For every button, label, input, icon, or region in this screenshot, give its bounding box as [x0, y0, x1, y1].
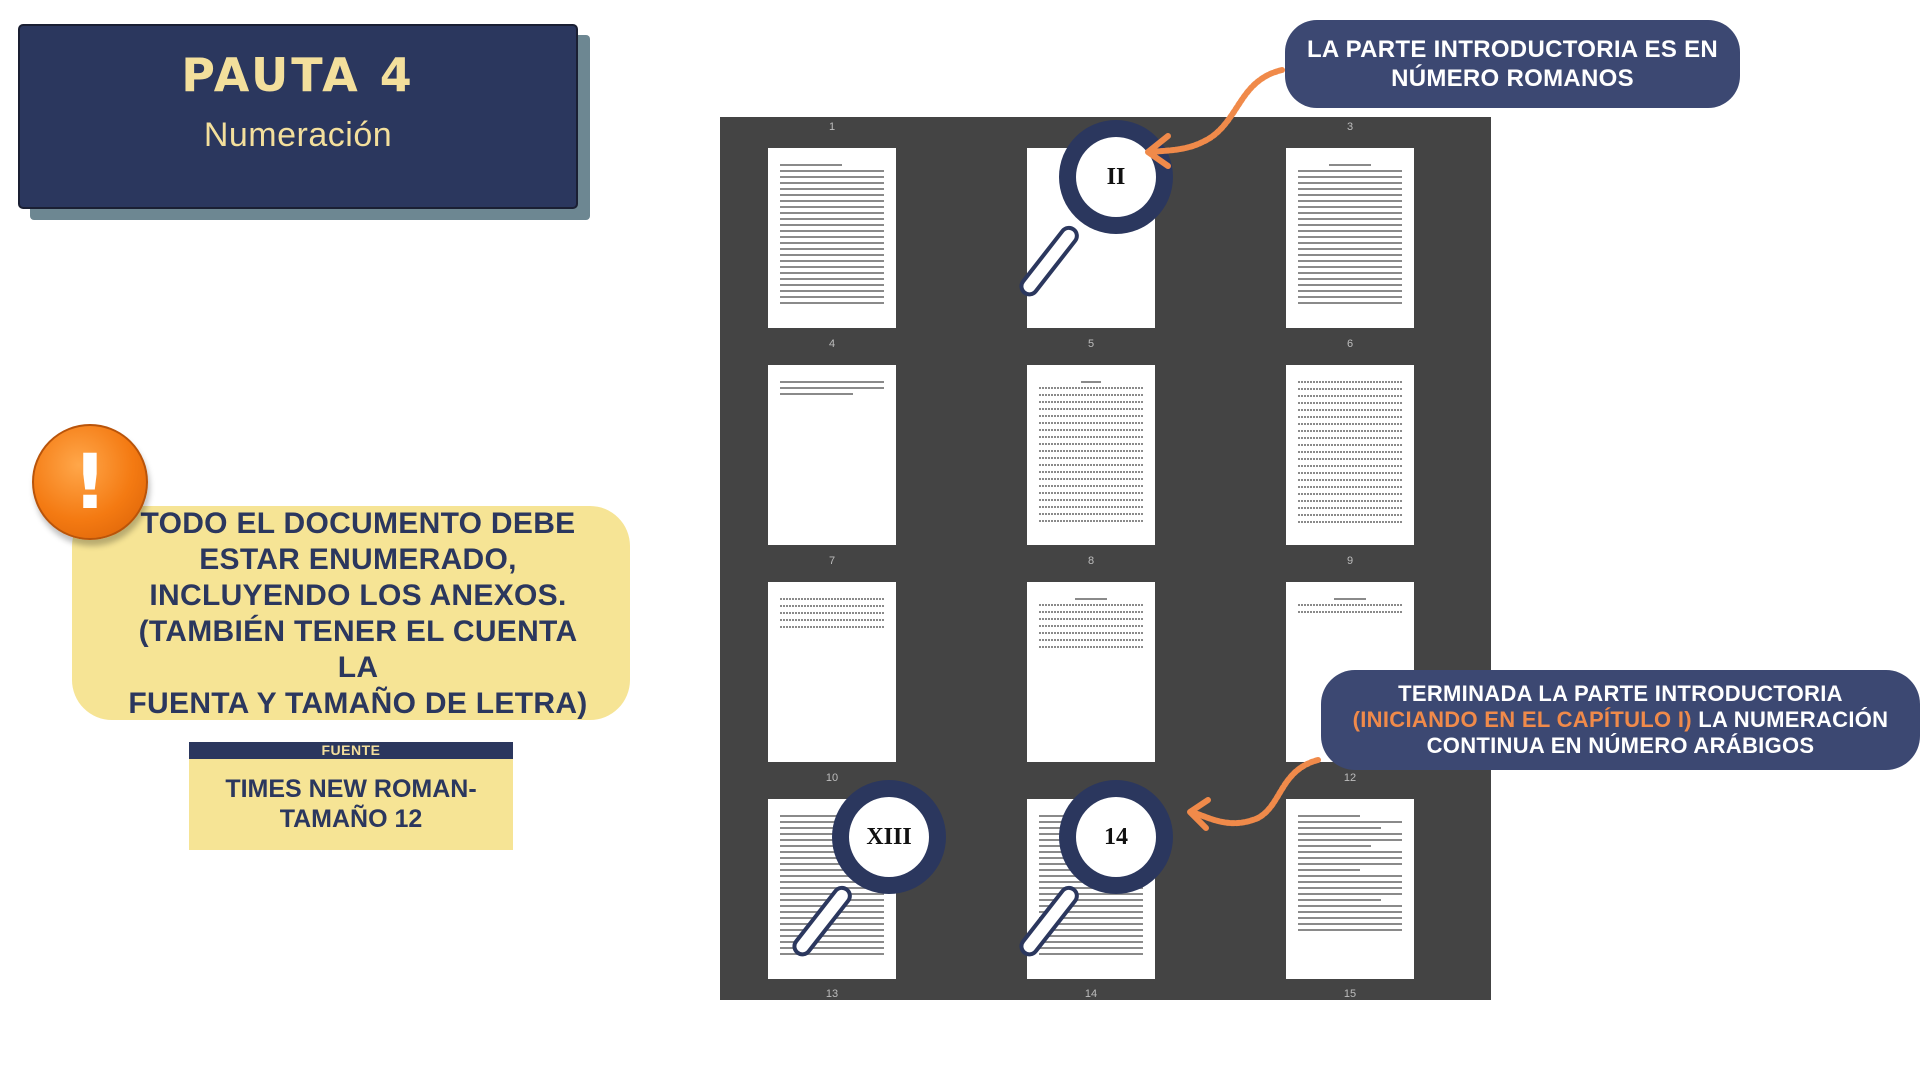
page-number: 13 — [825, 988, 839, 1000]
font-label: FUENTE — [189, 742, 513, 759]
exclamation-icon: ! — [32, 424, 148, 540]
page-title: PAUTA 4 — [181, 48, 415, 102]
page-number: 6 — [1346, 338, 1354, 350]
note-line: FUENTA Y TAMAÑO DE LETRA) — [128, 687, 588, 720]
page-number: 8 — [1087, 555, 1095, 567]
callout-line: CONTINUA EN NÚMERO ARÁBIGOS — [1426, 733, 1815, 758]
page-number: 1 — [828, 121, 836, 133]
callout-line: NÚMERO ROMANOS — [1391, 65, 1634, 92]
font-value: TIMES NEW ROMAN- TAMAÑO 12 — [189, 759, 513, 850]
document-page-thumbnail[interactable] — [1286, 799, 1414, 979]
page-number: 4 — [828, 338, 836, 350]
callout-accent-text: (INICIANDO EN EL CAPÍTULO I) — [1352, 707, 1692, 732]
page-number: 5 — [1087, 338, 1095, 350]
document-page-thumbnail[interactable] — [768, 148, 896, 328]
callout-roman-numerals: LA PARTE INTRODUCTORIA ES EN NÚMERO ROMA… — [1285, 20, 1740, 108]
page-number: 14 — [1084, 988, 1098, 1000]
page-subtitle: Numeración — [203, 116, 393, 154]
note-line: ESTAR ENUMERADO, — [199, 543, 517, 576]
page-number: 9 — [1346, 555, 1354, 567]
callout-text: LA NUMERACIÓN — [1691, 707, 1889, 732]
font-value-line: TAMAÑO 12 — [279, 805, 423, 833]
note-line: TODO EL DOCUMENTO DEBE — [140, 507, 576, 540]
document-page-thumbnail[interactable] — [768, 582, 896, 762]
note-line: (TAMBIÉN TENER EL CUENTA LA — [138, 615, 578, 684]
note-line: INCLUYENDO LOS ANEXOS. — [149, 579, 567, 612]
page-number: 3 — [1346, 121, 1354, 133]
callout-line: (INICIANDO EN EL CAPÍTULO I) LA NUMERACI… — [1353, 707, 1889, 733]
callout-line: LA PARTE INTRODUCTORIA ES EN — [1306, 36, 1719, 63]
page-number: 7 — [828, 555, 836, 567]
document-page-thumbnail[interactable] — [1286, 148, 1414, 328]
document-page-thumbnail[interactable] — [1027, 582, 1155, 762]
callout-line: TERMINADA LA PARTE INTRODUCTORIA — [1398, 681, 1843, 706]
magnifier-label: 14 — [1076, 797, 1156, 877]
document-page-thumbnail[interactable] — [768, 365, 896, 545]
page-number: 12 — [1343, 772, 1357, 784]
document-page-thumbnail[interactable] — [1027, 365, 1155, 545]
warning-note-text: TODO EL DOCUMENTO DEBE ESTAR ENUMERADO, … — [72, 496, 630, 730]
font-value-line: TIMES NEW ROMAN- — [225, 775, 477, 803]
page-number: 10 — [825, 772, 839, 784]
title-card: PAUTA 4 Numeración — [18, 24, 578, 209]
page-number: 15 — [1343, 988, 1357, 1000]
magnifier-label: II — [1076, 137, 1156, 217]
document-page-thumbnail[interactable] — [1286, 365, 1414, 545]
magnifier-label: XIII — [849, 797, 929, 877]
warning-note: TODO EL DOCUMENTO DEBE ESTAR ENUMERADO, … — [72, 506, 630, 720]
callout-arabic-numerals: TERMINADA LA PARTE INTRODUCTORIA (INICIA… — [1321, 670, 1920, 770]
